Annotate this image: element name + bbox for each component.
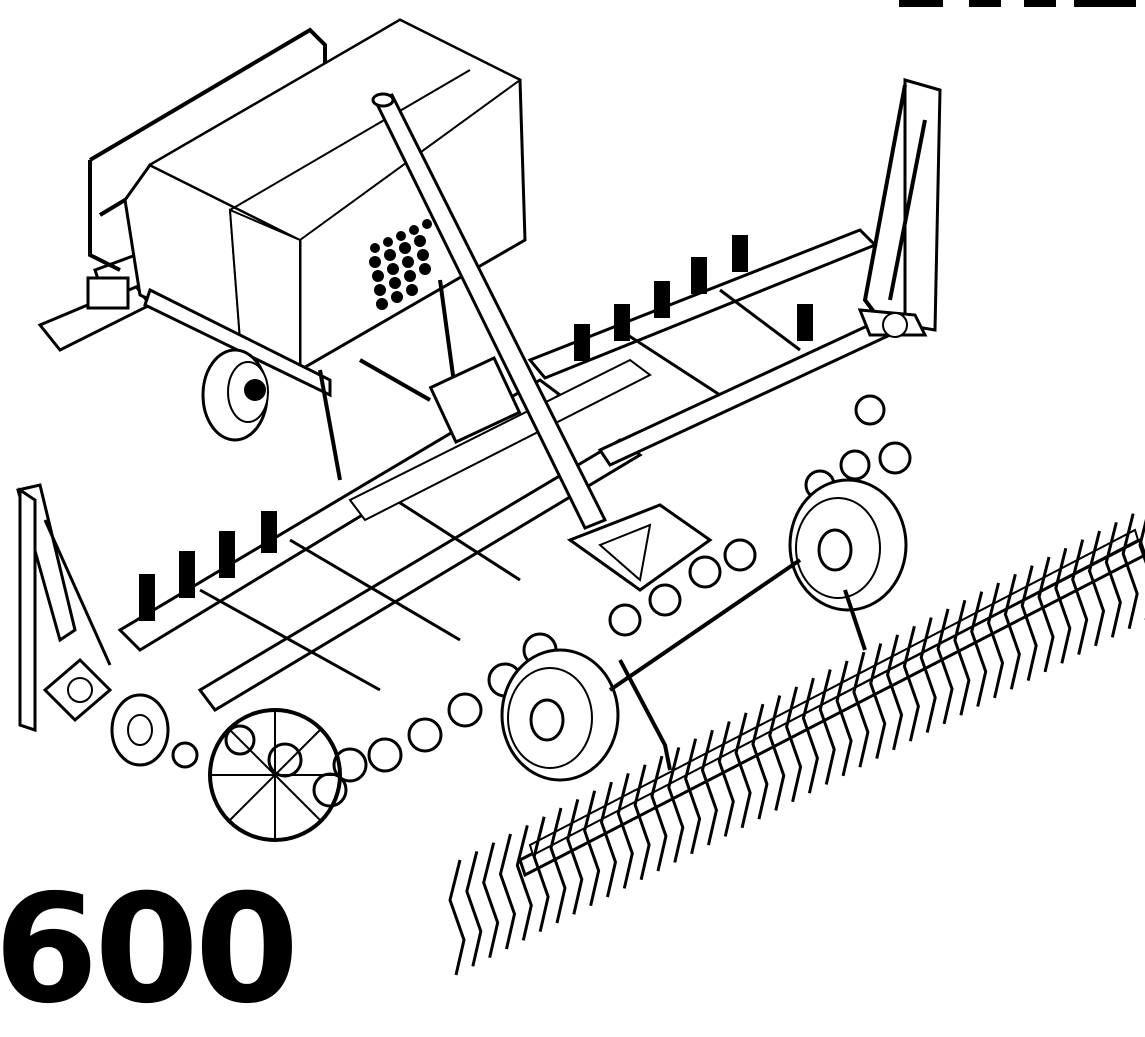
harrow-tine	[785, 686, 803, 803]
harrow-tine	[751, 703, 769, 820]
harrow-tine	[700, 729, 718, 846]
harrow-tine	[1037, 556, 1055, 673]
model-number: 600	[0, 863, 299, 1037]
harrow-tine	[566, 799, 584, 915]
harrow-tine	[936, 608, 954, 725]
harrow-tine	[515, 825, 533, 941]
harrow-tine	[1054, 547, 1072, 664]
hopper-cart	[88, 18, 527, 481]
transport-tire-front	[500, 648, 620, 782]
harrow-tine	[1003, 573, 1021, 690]
spoked-drive-wheel	[208, 708, 342, 842]
harrow-tine	[448, 859, 466, 976]
harrow-tine	[852, 651, 870, 768]
opener-row-units	[171, 394, 912, 808]
harrow-tine	[1020, 565, 1038, 681]
harrow-tine	[734, 712, 752, 829]
harrow-tine	[650, 755, 668, 872]
harrow-tine	[1121, 513, 1139, 629]
harrow-tine	[801, 677, 819, 794]
harrow-tine	[1138, 518, 1145, 620]
harrow-tine	[768, 695, 786, 811]
harrow-tine	[498, 833, 517, 950]
left-marker-arm	[16, 483, 113, 733]
harrow-tine	[818, 669, 836, 785]
harrow-tine	[1104, 521, 1122, 638]
harrow-link-arms	[618, 589, 867, 771]
harrow-tine	[885, 634, 904, 751]
harrow-tine	[684, 738, 702, 855]
harrow-tine	[482, 842, 500, 959]
harrow-tine	[1071, 539, 1089, 655]
harrow-tine	[532, 816, 550, 933]
harrow-tine	[465, 850, 483, 967]
harrow-tine	[717, 721, 735, 837]
seed-tubes	[139, 235, 813, 621]
harrow-tine	[667, 747, 685, 863]
harrow-tine	[599, 781, 618, 898]
harrow-tine	[919, 617, 937, 733]
harrow-tine	[633, 764, 651, 881]
main-frame	[117, 228, 893, 712]
harrow-tine	[986, 582, 1005, 699]
metering-panel	[369, 219, 432, 310]
harrow-tine	[902, 625, 920, 742]
harrow-tine	[583, 790, 601, 907]
fill-auger	[371, 92, 713, 592]
harrow-tine	[835, 660, 853, 777]
transport-tire-rear	[788, 478, 908, 612]
harrow-tine	[953, 599, 971, 716]
tine-harrow	[448, 513, 1145, 976]
seed-drill-line-drawing	[16, 0, 1145, 976]
harrow-tine	[970, 591, 988, 707]
harrow-tine	[616, 773, 634, 889]
right-marker-arm	[857, 78, 942, 338]
left-gauge-wheel	[110, 693, 170, 767]
harrow-tine	[1087, 530, 1106, 647]
corner-marks	[899, 0, 1136, 7]
harrow-tine	[549, 807, 567, 924]
harrow-tine	[869, 643, 887, 759]
